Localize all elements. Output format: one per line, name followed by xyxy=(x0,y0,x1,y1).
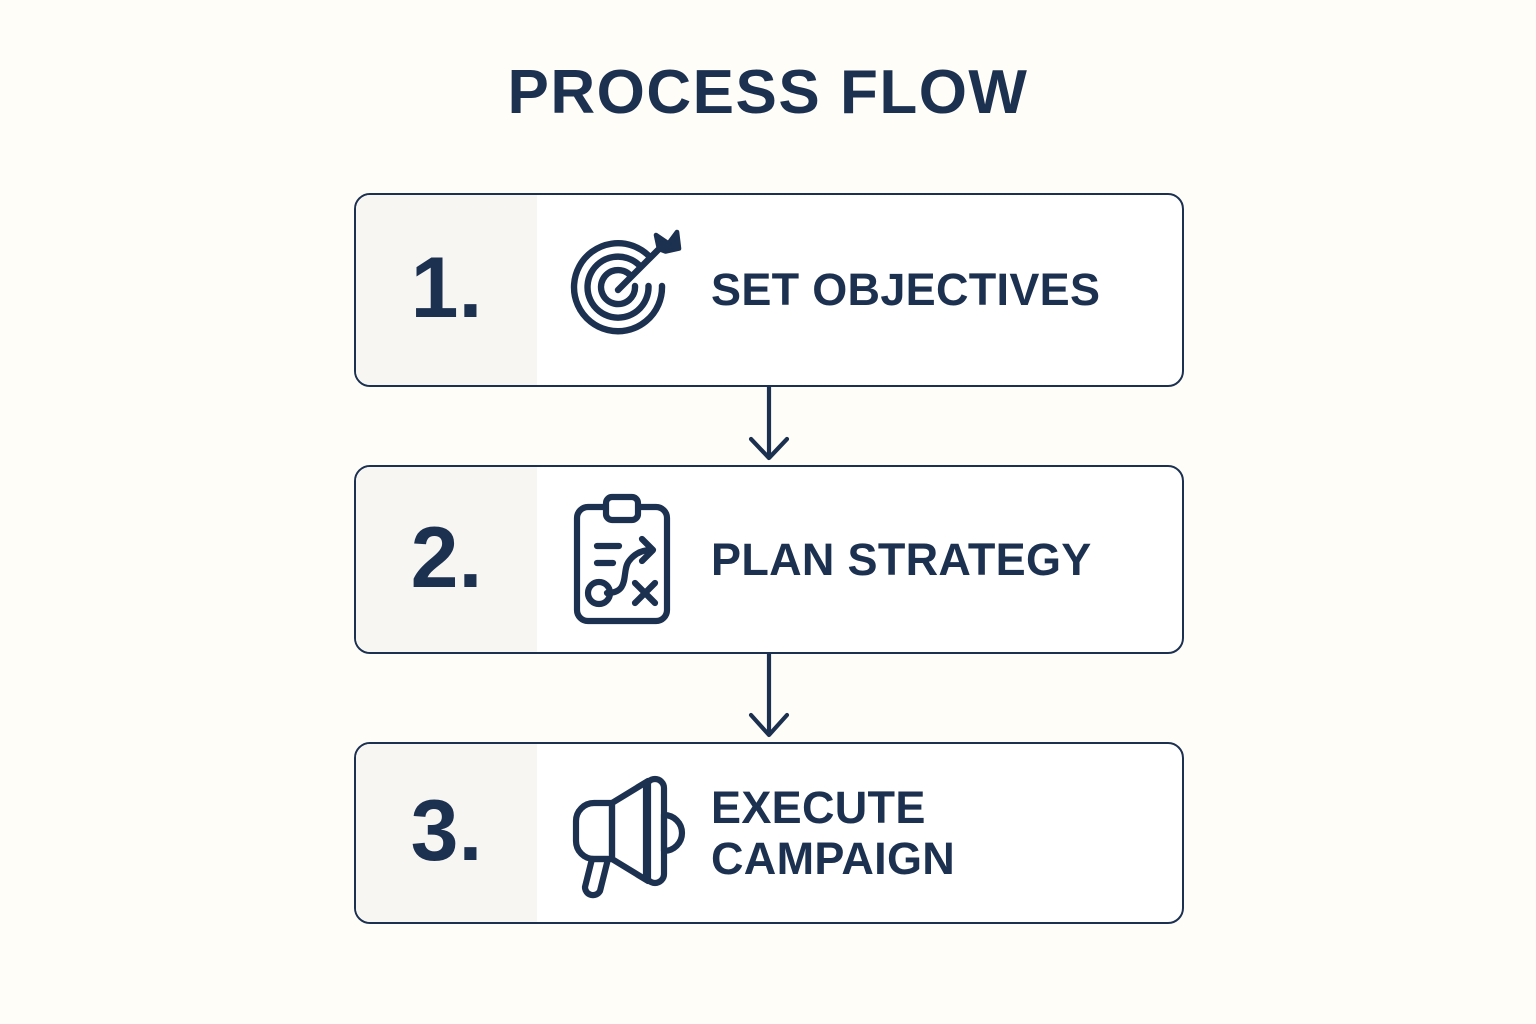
process-flow-list: 1. SET OBJECTIVES xyxy=(354,193,1184,924)
arrow-down-icon xyxy=(748,654,790,738)
arrow-down-icon xyxy=(748,387,790,461)
step-card-1[interactable]: 1. SET OBJECTIVES xyxy=(354,193,1184,387)
megaphone-icon xyxy=(537,767,707,899)
target-arrow-icon xyxy=(537,224,707,356)
step-card-3[interactable]: 3. EXECUTE CAMPAIGN xyxy=(354,742,1184,924)
step-number-1: 1. xyxy=(410,240,483,336)
connector-1 xyxy=(354,387,1184,465)
page-title: PROCESS FLOW xyxy=(507,58,1029,127)
step-label-2: PLAN STRATEGY xyxy=(711,533,1092,585)
step-label-3: EXECUTE CAMPAIGN xyxy=(711,781,956,884)
connector-2 xyxy=(354,654,1184,742)
step-card-2[interactable]: 2. xyxy=(354,465,1184,654)
clipboard-strategy-icon xyxy=(537,493,707,627)
step-number-2: 2. xyxy=(410,509,483,606)
step-label-1: SET OBJECTIVES xyxy=(711,264,1101,316)
step-number-3: 3. xyxy=(410,783,483,879)
